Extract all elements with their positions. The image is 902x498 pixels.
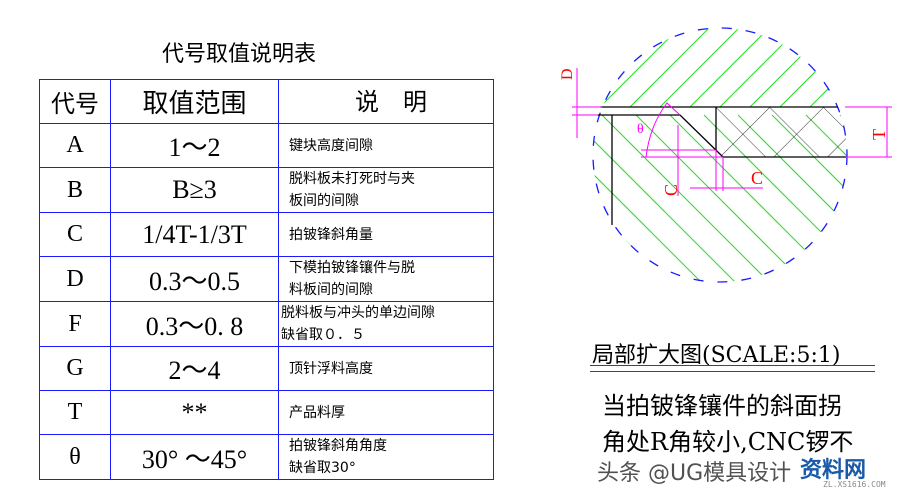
dim-label-t: T [869,129,889,140]
cell-code: A [39,123,111,168]
dim-label-d: D [559,68,576,80]
hatch-line [839,114,847,282]
note-line-2: 角处R角较小,CNC锣不 [602,428,854,456]
cell-desc: 拍铍锋斜角量 [278,212,494,257]
product-crosshatch [716,107,847,157]
hatch-line [839,28,847,108]
desc-line: 脱料板与冲头的单边间隙 [281,305,435,321]
cell-code: D [39,256,111,302]
desc-line: 缺省取30° [289,460,356,476]
hatch-line [635,114,847,282]
dim-label-c-vertical: C [661,184,681,196]
header-code: 代号 [39,79,111,124]
cell-desc: 脱料板未打死时与夹板间的间隙 [278,167,494,213]
desc-line: 键块高度间隙 [289,137,373,154]
cell-range: 30° ～45° [110,434,279,480]
cell-desc: 拍铍锋斜角角度缺省取30° [278,434,494,480]
hatch-line [749,28,847,108]
desc-line: 下模拍铍锋镶件与脱 [289,260,415,276]
desc-line: 缺省取０．５ [281,327,365,343]
header-desc: 说 明 [278,79,494,124]
part-outline [598,106,846,225]
hatch-line [601,114,847,282]
note-line-1: 当拍铍锋镶件的斜面拐 [602,392,842,420]
table-title: 代号取值说明表 [162,42,317,67]
cell-desc: 脱料板与冲头的单边间隙缺省取０．５ [278,301,494,347]
cell-code: G [39,346,111,391]
cell-range: 0.3～0. 8 [110,301,279,347]
hatch-line [870,0,902,107]
hatch-line [593,114,829,282]
hatch-line [629,28,741,108]
watermark-logo-sub: ZL.XS1616.COM [823,480,886,489]
cell-desc: 下模拍铍锋镶件与脱料板间的间隙 [278,256,494,302]
desc-line: 料板间的间隙 [289,282,373,298]
cell-range: 2～4 [110,346,279,391]
cell-code: θ [39,434,111,480]
watermark-text: 头条 @UG模具设计 [597,461,792,486]
cell-range: 1～2 [110,123,279,168]
desc-line: 板间的间隙 [289,193,359,209]
hatch-line [669,114,847,282]
dim-label-theta: θ [637,122,644,137]
caption-underline [590,365,875,372]
cell-range: 0.3～0.5 [110,256,279,302]
hatch-line [593,114,795,282]
cell-code: F [39,301,111,347]
hatch-line [874,115,902,375]
desc-line: 拍铍锋斜角角度 [289,438,387,454]
hatch-line [599,28,711,108]
cell-code: T [39,390,111,435]
cell-desc: 产品料厚 [278,390,494,435]
dim-label-c-horizontal: C [751,168,763,188]
cell-code: C [39,212,111,257]
scale-caption: 局部扩大图(SCALE:5:1) [592,343,841,368]
cell-range: 1/4T-1/3T [110,212,279,257]
desc-line: 脱料板未打死时与夹 [289,171,415,187]
hatch-line [719,28,831,108]
detail-circle [592,27,848,283]
hatch-line [771,114,847,282]
table-row: T**产品料厚 [39,390,494,435]
hatch-line [809,28,847,108]
desc-line: 产品料厚 [289,404,345,421]
hatch-line [737,114,847,282]
desc-line: 拍铍锋斜角量 [289,226,373,243]
hatch-line [659,28,771,108]
hatch-line [689,28,801,108]
watermark-logo: 资料网 [800,458,867,483]
dimension-lines [572,68,892,196]
cell-range: B≥3 [110,167,279,213]
desc-line: 顶针浮料高度 [289,360,373,377]
